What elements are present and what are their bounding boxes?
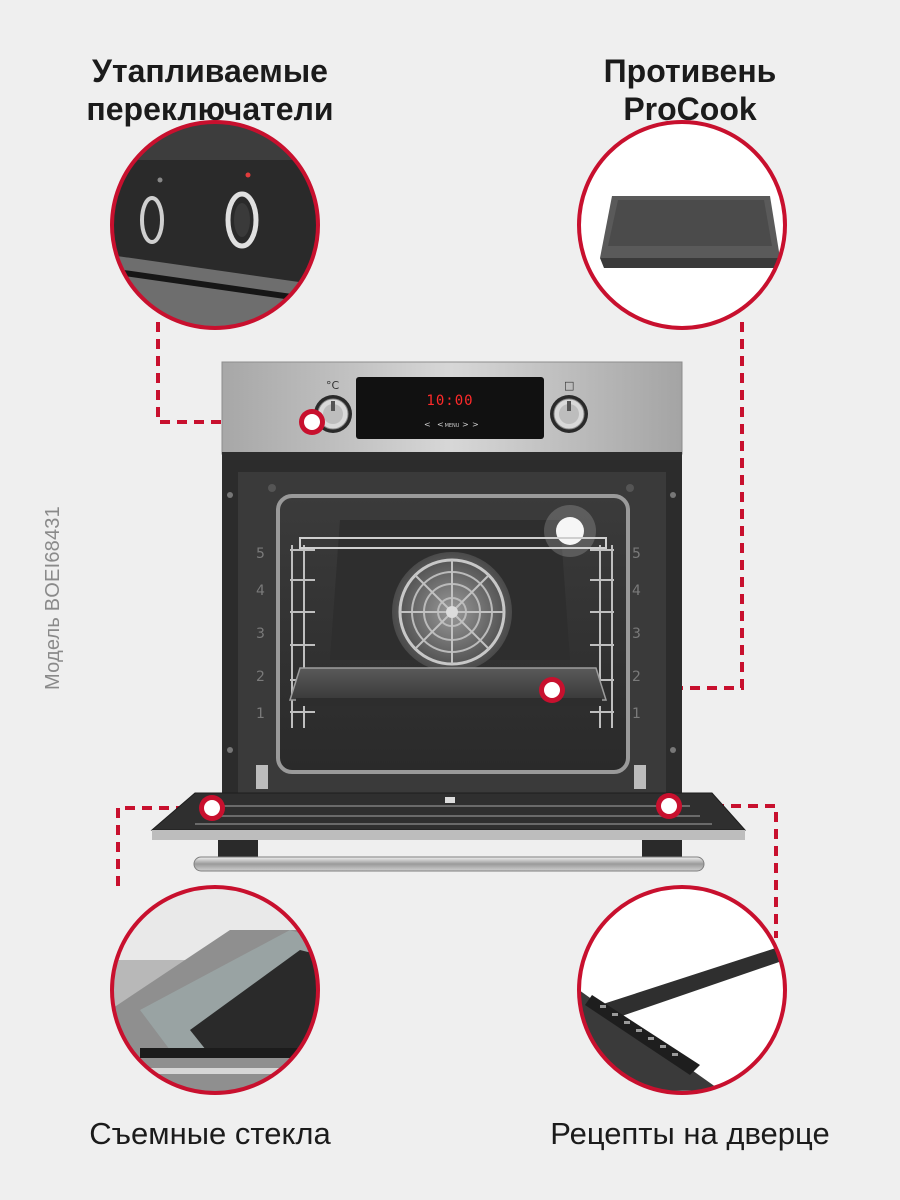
callout-line-glass	[116, 806, 200, 886]
display-right-arrow[interactable]: >	[472, 420, 479, 429]
label-removable-glass: Съемные стекла	[40, 1115, 380, 1153]
inset-removable-glass	[110, 885, 320, 1095]
inset-door-recipes	[577, 885, 787, 1095]
inset-procook-tray	[577, 120, 787, 330]
oven-body: 5 4 3 2 1 5 4 3 2 1	[222, 460, 682, 805]
marker-dots	[199, 409, 682, 821]
label-door-recipes: Рецепты на дверце	[500, 1115, 880, 1153]
marker-dot-icon[interactable]	[539, 677, 565, 703]
door-handle[interactable]	[193, 856, 705, 872]
label-door-recipes-text: Рецепты на дверце	[550, 1116, 830, 1151]
shelf-level: 5	[256, 546, 265, 562]
label-procook-tray: Противень ProCook	[540, 52, 840, 128]
label-procook-tray-text: Противень ProCook	[603, 53, 777, 127]
clock-readout: 10:00	[426, 393, 473, 409]
shelf-level: 2	[632, 669, 641, 685]
mode-symbol: □	[564, 379, 574, 392]
display-prev-arrow[interactable]: <	[437, 420, 444, 429]
inner-tray	[288, 667, 608, 706]
shelf-level: 2	[256, 669, 265, 685]
marker-dot-icon[interactable]	[199, 795, 225, 821]
inset-recessed-switches	[110, 120, 320, 330]
fan-icon	[392, 552, 512, 672]
marker-dot-icon[interactable]	[299, 409, 325, 435]
oven-control-panel: °C □ 10:00 < < MENU > >	[221, 361, 683, 460]
display-menu-label[interactable]: MENU	[445, 423, 460, 429]
marker-dot-icon[interactable]	[656, 793, 682, 819]
temperature-symbol: °C	[326, 379, 340, 392]
shelf-level: 1	[256, 706, 265, 722]
label-recessed-switches: Утапливаемые переключатели	[40, 52, 380, 128]
display-left-arrow[interactable]: <	[424, 420, 431, 429]
display-next-arrow[interactable]: >	[462, 420, 469, 429]
shelf-level: 3	[256, 626, 265, 642]
open-door	[150, 792, 747, 872]
shelf-level: 1	[632, 706, 641, 722]
shelf-levels-left: 5 4 3 2 1	[256, 546, 265, 722]
shelf-levels-right: 5 4 3 2 1	[632, 546, 641, 722]
shelf-level: 3	[632, 626, 641, 642]
right-knob[interactable]	[550, 395, 588, 433]
shelf-level: 4	[632, 583, 641, 599]
label-recessed-switches-text: Утапливаемые переключатели	[86, 53, 334, 127]
label-removable-glass-text: Съемные стекла	[89, 1116, 331, 1151]
shelf-level: 5	[632, 546, 641, 562]
control-display: 10:00 < < MENU > >	[356, 377, 544, 439]
shelf-level: 4	[256, 583, 265, 599]
